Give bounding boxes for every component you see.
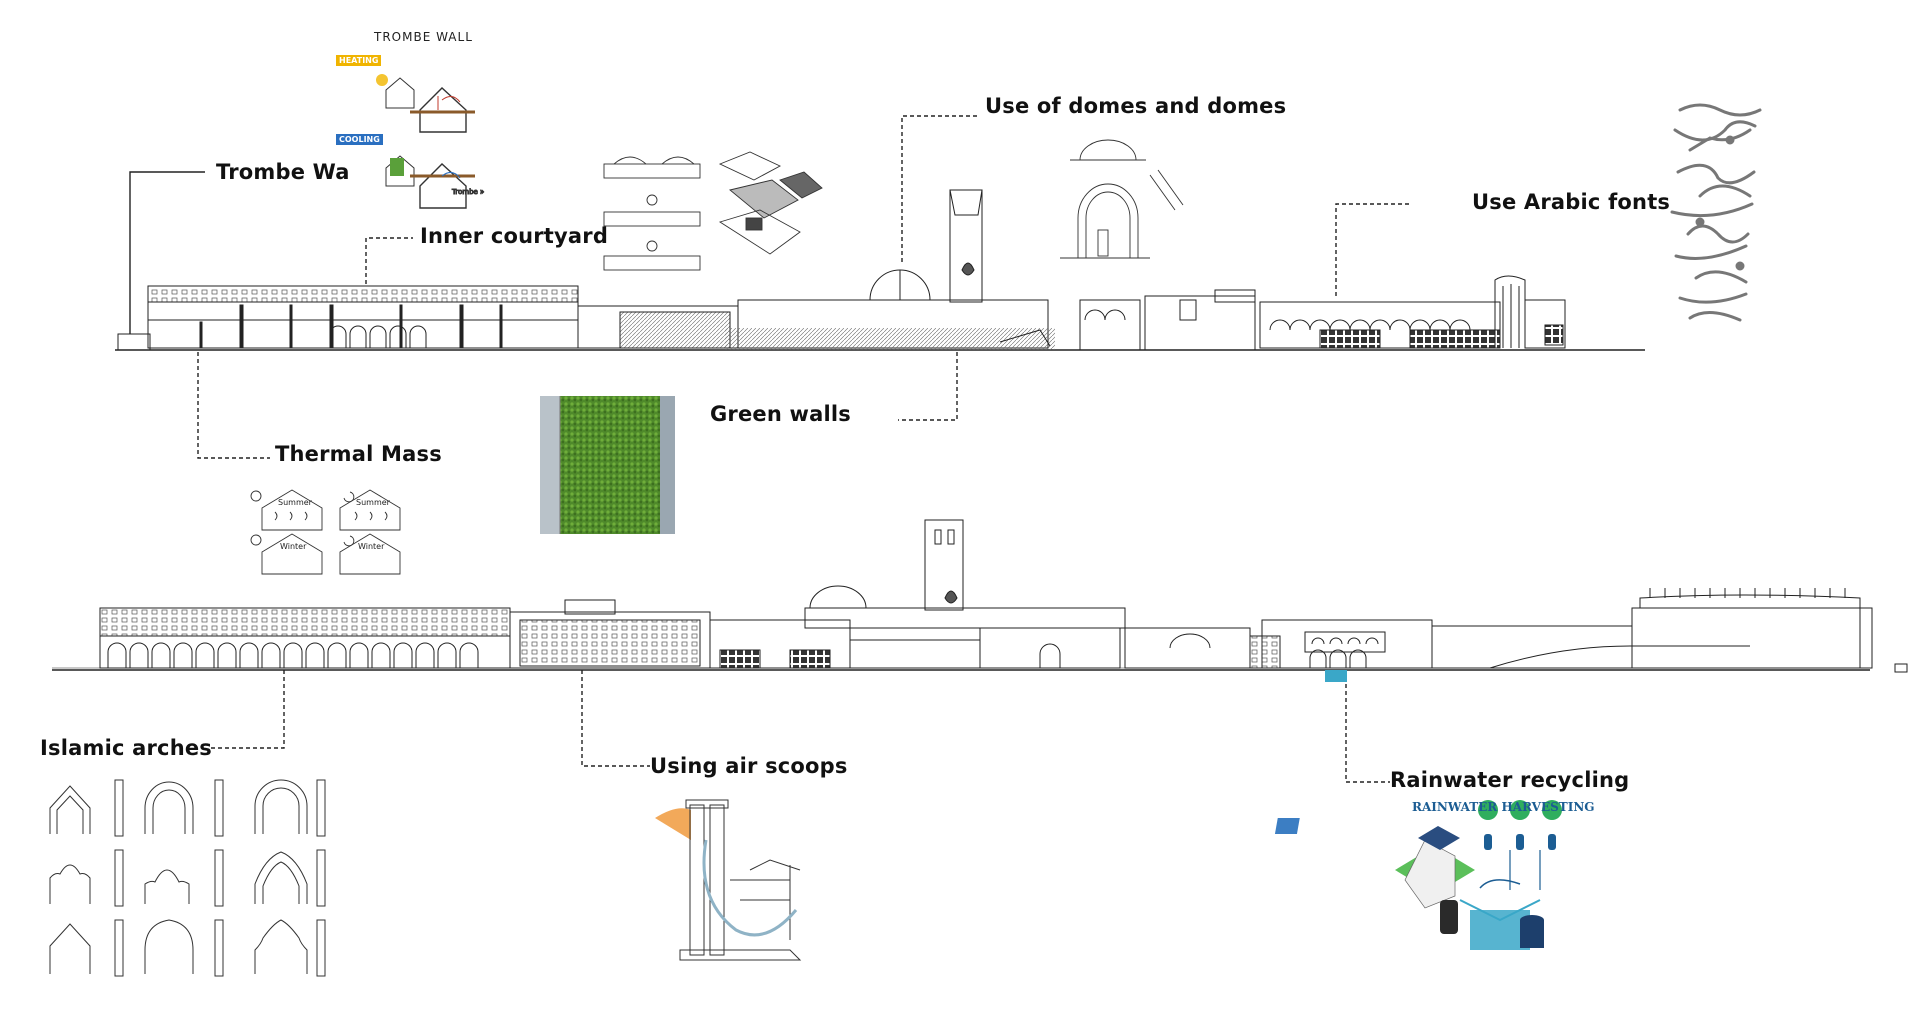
- label-inner-courtyard: Inner courtyard: [420, 224, 609, 248]
- label-domes: Use of domes and domes: [985, 94, 1287, 118]
- trombe-wall-inset-title: TROMBE WALL: [374, 30, 473, 44]
- lower-building-section: [52, 519, 1908, 682]
- label-arabic-fonts: Use Arabic fonts: [1472, 190, 1671, 214]
- thermal-summer-label-right: Summer: [356, 498, 390, 507]
- air-scoop-drawing: [655, 799, 802, 961]
- thermal-mass-diagram: [250, 489, 401, 575]
- thermal-winter-label-right: Winter: [358, 542, 385, 551]
- green-wall-photo: [540, 396, 675, 534]
- heating-badge: HEATING: [336, 55, 382, 66]
- leader-lines: [129, 115, 1412, 783]
- svg-text:Trombe »: Trombe »: [451, 188, 484, 196]
- thermal-summer-label-left: Summer: [278, 498, 312, 507]
- trombe-wall-illustration: Trombe »: [376, 74, 485, 209]
- arabic-calligraphy-panel: [1670, 103, 1762, 322]
- cooling-badge: COOLING: [336, 134, 383, 145]
- label-trombe-wall: Trombe Wa: [216, 160, 350, 184]
- thermal-winter-label-left: Winter: [280, 542, 307, 551]
- label-rainwater-recycling: Rainwater recycling: [1390, 768, 1630, 792]
- shading-diagrams: [603, 151, 823, 271]
- label-green-walls: Green walls: [710, 402, 852, 426]
- label-islamic-arches: Islamic arches: [40, 736, 212, 760]
- rainwater-harvesting-title: RAINWATER HARVESTING: [1412, 800, 1595, 814]
- label-air-scoops: Using air scoops: [650, 754, 848, 778]
- upper-building-section: [115, 189, 1645, 351]
- rainwater-harvesting-infographic: [1274, 800, 1562, 950]
- dome-detail-drawing: [1060, 139, 1184, 259]
- label-thermal-mass: Thermal Mass: [275, 442, 442, 466]
- islamic-arches-grid: [49, 779, 326, 977]
